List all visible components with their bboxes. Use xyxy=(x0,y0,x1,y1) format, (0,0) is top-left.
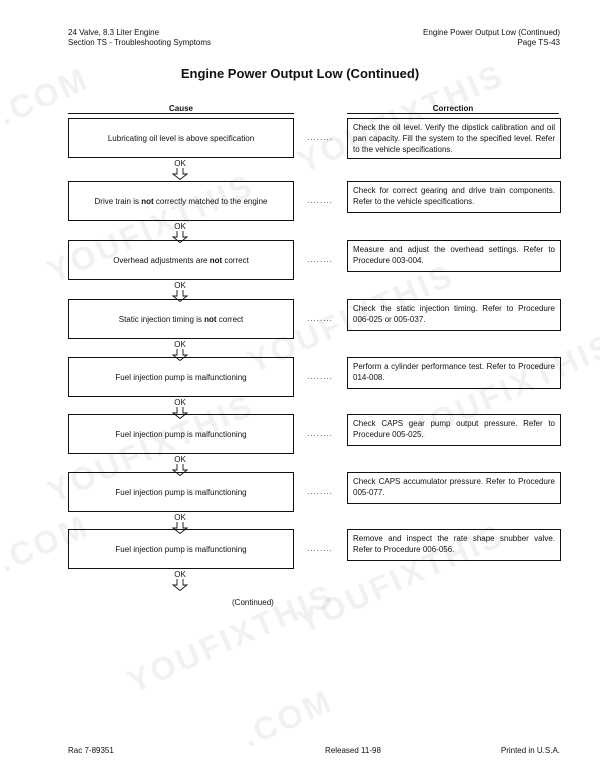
cause-text-end: correct xyxy=(222,255,249,265)
ok-label: OK xyxy=(174,340,186,349)
leader-dots: ........ xyxy=(307,133,333,142)
correction-box: Check CAPS accumulator pressure. Refer t… xyxy=(347,472,561,504)
watermark-text: YOUFIXTHIS xyxy=(122,576,340,700)
cause-box: Lubricating oil level is above specifica… xyxy=(68,118,294,158)
cause-box: Fuel injection pump is malfunctioning xyxy=(68,472,294,512)
cause-text-start: Fuel injection pump is malfunctioning xyxy=(115,544,247,554)
correction-box: Measure and adjust the overhead settings… xyxy=(347,240,561,272)
ok-label: OK xyxy=(174,513,186,522)
down-arrow-icon xyxy=(172,349,188,361)
correction-box: Check CAPS gear pump output pressure. Re… xyxy=(347,414,561,446)
cause-text-emphasis: not xyxy=(204,314,217,324)
header-section-line: Section TS - Troubleshooting Symptoms xyxy=(68,38,212,47)
down-arrow-icon xyxy=(172,407,188,419)
column-header-correction: Correction xyxy=(432,104,474,113)
cause-text-start: Fuel injection pump is malfunctioning xyxy=(115,372,247,382)
cause-text-start: Fuel injection pump is malfunctioning xyxy=(115,429,247,439)
cause-box: Static injection timing is not correct xyxy=(68,299,294,339)
correction-box: Perform a cylinder performance test. Ref… xyxy=(347,357,561,389)
cause-text-end: correct xyxy=(216,314,244,324)
leader-dots: ........ xyxy=(307,487,333,496)
down-arrow-icon xyxy=(172,579,188,591)
ok-label: OK xyxy=(174,222,186,231)
watermark-text: .COM xyxy=(236,682,339,754)
page-header-right: Engine Power Output Low (Continued) Page… xyxy=(423,28,560,48)
down-arrow-icon xyxy=(172,231,188,243)
cause-text: Static injection timing is not correct xyxy=(119,315,243,324)
cause-text: Fuel injection pump is malfunctioning xyxy=(115,545,246,554)
down-arrow-icon xyxy=(172,464,188,476)
cause-text-start: Fuel injection pump is malfunctioning xyxy=(115,487,247,497)
header-topic-line: Engine Power Output Low (Continued) xyxy=(423,28,560,37)
cause-text: Fuel injection pump is malfunctioning xyxy=(115,488,246,497)
cause-text: Fuel injection pump is malfunctioning xyxy=(115,373,246,382)
cause-text: Fuel injection pump is malfunctioning xyxy=(115,430,246,439)
cause-box: Fuel injection pump is malfunctioning xyxy=(68,357,294,397)
cause-text-end: correctly matched to the engine xyxy=(153,196,268,206)
page-header-left: 24 Valve, 8.3 Liter Engine Section TS - … xyxy=(68,28,211,48)
down-arrow-icon xyxy=(172,522,188,534)
correction-box: Check the static injection timing. Refer… xyxy=(347,299,561,331)
down-arrow-icon xyxy=(172,290,188,302)
footer-document-number: Rac 7-89351 xyxy=(68,746,114,755)
ok-label: OK xyxy=(174,398,186,407)
footer-release-date: Released 11-98 xyxy=(325,746,381,755)
leader-dots: ........ xyxy=(307,544,333,553)
leader-dots: ........ xyxy=(307,255,333,264)
cause-text-start: Static injection timing is xyxy=(118,314,205,324)
header-engine-line: 24 Valve, 8.3 Liter Engine xyxy=(68,28,160,37)
ok-label: OK xyxy=(174,570,186,579)
cause-box: Drive train is not correctly matched to … xyxy=(68,181,294,221)
cause-header-rule xyxy=(68,113,294,114)
leader-dots: ........ xyxy=(307,196,333,205)
column-header-cause: Cause xyxy=(168,104,193,113)
down-arrow-icon xyxy=(172,168,188,180)
cause-text-start: Lubricating oil level is above specifica… xyxy=(107,133,255,143)
ok-label: OK xyxy=(174,159,186,168)
cause-text: Lubricating oil level is above specifica… xyxy=(108,134,254,143)
leader-dots: ........ xyxy=(307,314,333,323)
footer-printed-in: Printed in U.S.A. xyxy=(500,746,560,755)
correction-box: Remove and inspect the rate shape snubbe… xyxy=(347,529,561,561)
correction-box: Check for correct gearing and drive trai… xyxy=(347,181,561,213)
leader-dots: ........ xyxy=(307,429,333,438)
cause-text-emphasis: not xyxy=(209,255,223,265)
leader-dots: ........ xyxy=(307,372,333,381)
page-title: Engine Power Output Low (Continued) xyxy=(180,66,420,81)
correction-box: Check the oil level. Verify the dipstick… xyxy=(347,118,561,159)
header-page-number: Page TS-43 xyxy=(517,38,560,47)
cause-text: Overhead adjustments are not correct xyxy=(113,256,249,265)
cause-box: Fuel injection pump is malfunctioning xyxy=(68,414,294,454)
ok-label: OK xyxy=(174,281,186,290)
ok-label: OK xyxy=(174,455,186,464)
cause-text-start: Drive train is xyxy=(94,196,142,206)
cause-text: Drive train is not correctly matched to … xyxy=(95,197,268,206)
cause-box: Overhead adjustments are not correct xyxy=(68,240,294,280)
cause-text-start: Overhead adjustments are xyxy=(113,255,210,265)
cause-box: Fuel injection pump is malfunctioning xyxy=(68,529,294,569)
continued-note: (Continued) xyxy=(232,598,274,607)
correction-header-rule xyxy=(347,113,559,114)
cause-text-emphasis: not xyxy=(141,196,154,206)
